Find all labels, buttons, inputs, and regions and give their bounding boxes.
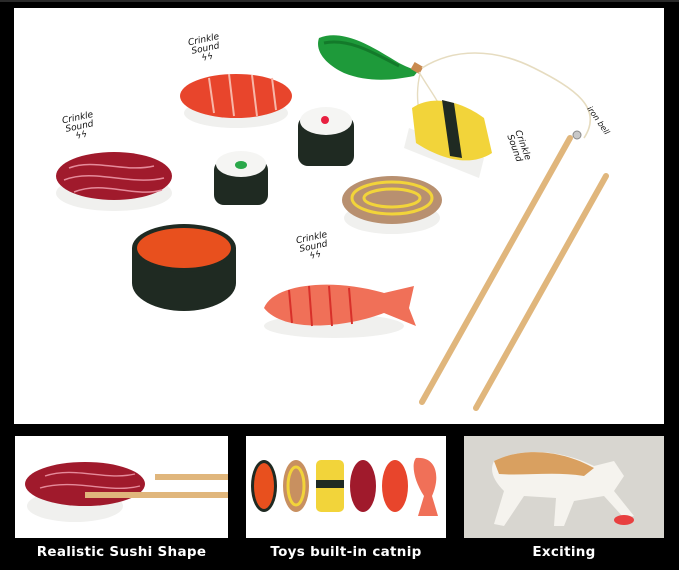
cucumber-maki	[214, 151, 268, 205]
tamago-roll-nigiri	[342, 176, 442, 234]
feature-panel-realistic-shape	[15, 436, 228, 538]
flat-toys-lineup	[251, 457, 438, 516]
shrimp-nigiri	[264, 284, 416, 338]
tuna-maki	[298, 107, 354, 166]
tuna-on-chopsticks-illustration	[25, 462, 228, 522]
caption-toys-built-in-catnip: Toys built-in catnip	[270, 544, 422, 560]
sushi-toy-set-illustration	[56, 35, 609, 411]
chopstick-wand	[419, 130, 582, 405]
caption-realistic-sushi-shape: Realistic Sushi Shape	[36, 544, 207, 560]
feature-panel-catnip	[246, 436, 446, 538]
chopstick	[473, 173, 609, 411]
feather-wand	[318, 35, 591, 139]
caption-exciting: Exciting	[532, 544, 596, 560]
cat-playing-photo	[492, 451, 634, 526]
salmon-nigiri	[180, 73, 292, 128]
feature-panel-exciting	[464, 436, 664, 538]
tuna-nigiri	[56, 152, 172, 211]
salmon-roe-gunkan	[132, 224, 236, 311]
tamago-nigiri	[404, 100, 492, 178]
